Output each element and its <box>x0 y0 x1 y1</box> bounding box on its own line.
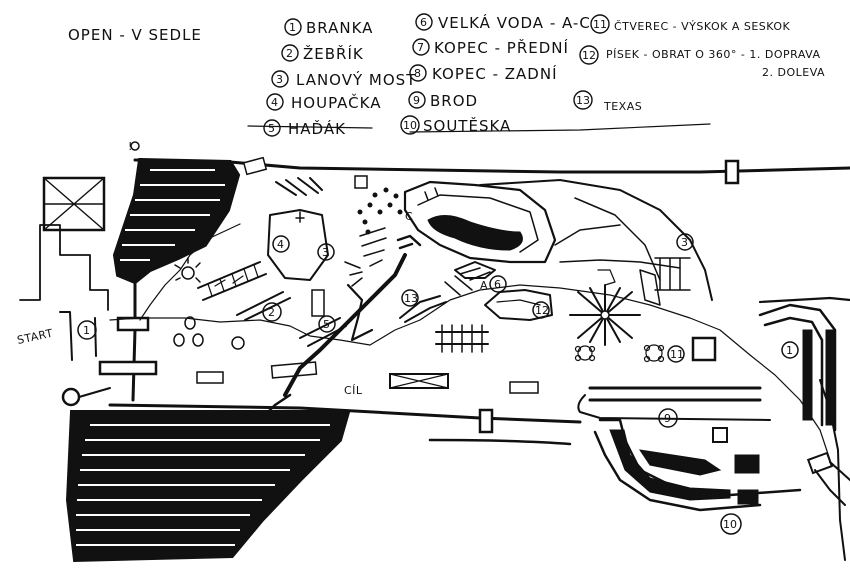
legend-item-3: 3 LANOVÝ MOST <box>271 70 416 89</box>
legend-label: PÍSEK - OBRAT O 360° - 1. DOPRAVA <box>606 48 821 61</box>
square-obstacle: 11 <box>667 336 717 363</box>
legend-label: BROD <box>430 92 478 110</box>
start-area: START 1 <box>16 311 111 407</box>
legend-item-10: 10 SOUTĚSKA <box>400 115 511 135</box>
house-icon <box>42 176 106 232</box>
legend-label: SOUTĚSKA <box>423 116 511 135</box>
legend-num: 9 <box>413 94 420 107</box>
finish-label: CÍL <box>344 384 363 397</box>
svg-text:6: 6 <box>494 278 501 291</box>
bush-cluster <box>574 344 665 363</box>
legend-item-4: 4 HOUPAČKA <box>266 93 381 112</box>
dots-cluster <box>357 187 403 235</box>
gate-marker <box>724 159 740 185</box>
water-obstacle: 6 A <box>454 261 507 293</box>
legend-label: ŽEBŘÍK <box>303 44 364 63</box>
svg-text:13: 13 <box>404 292 418 305</box>
legend-item-12: 12 PÍSEK - OBRAT O 360° - 1. DOPRAVA <box>579 45 821 65</box>
gate-marker <box>478 408 494 434</box>
legend-num: 10 <box>403 119 417 132</box>
legend-label: KOPEC - PŘEDNÍ <box>434 38 569 57</box>
legend-item-9: 9 BROD <box>408 91 478 110</box>
right-ramp: 1 <box>758 296 850 506</box>
legend-item-7: 7 KOPEC - PŘEDNÍ <box>412 38 569 57</box>
hill-obstacle: C <box>396 180 557 264</box>
legend-num: 11 <box>593 18 607 31</box>
legend-label: HOUPAČKA <box>291 93 381 112</box>
svg-text:3: 3 <box>681 236 688 249</box>
legend-num: 5 <box>268 122 275 135</box>
legend-num: 7 <box>417 41 424 54</box>
svg-text:1: 1 <box>83 324 90 337</box>
legend-item-11: 11 ČTVEREC - VÝSKOK A SESKOK <box>590 14 791 34</box>
ford-obstacle: 9 <box>577 386 771 428</box>
legend-num: 4 <box>271 96 278 109</box>
svg-text:10: 10 <box>723 518 737 531</box>
legend-label: ČTVEREC - VÝSKOK A SESKOK <box>614 20 791 33</box>
hatched-area-bottom <box>65 410 351 563</box>
svg-text:3: 3 <box>322 246 329 259</box>
canyon-obstacle: 10 <box>593 418 802 535</box>
legend-item-13: 13 TEXAS <box>573 90 642 113</box>
ladder-obstacle: 2 <box>197 261 291 322</box>
flag-icon: ! <box>128 140 132 153</box>
legend-item-2: 2 ŽEBŘÍK <box>281 44 364 63</box>
ladder-right <box>597 257 691 306</box>
map-title: OPEN - V SEDLE <box>68 26 202 44</box>
svg-text:4: 4 <box>277 238 284 251</box>
legend-num: 3 <box>276 73 283 86</box>
gate-marker <box>98 360 158 376</box>
sand-obstacle: 12 <box>484 289 553 321</box>
legend-item-5: 5 HAĎÁK <box>263 119 346 138</box>
legend-num: 6 <box>420 16 427 29</box>
water-label-c: C <box>405 210 413 223</box>
legend-item-6: 6 VELKÁ VODA - A-C <box>415 13 591 32</box>
svg-text:12: 12 <box>535 304 549 317</box>
legend-num: 12 <box>582 49 596 62</box>
legend-item-1: 1 BRANKA <box>284 18 373 37</box>
svg-text:1: 1 <box>786 344 793 357</box>
legend-num: 1 <box>289 21 296 34</box>
gate-marker <box>116 316 150 332</box>
swing-obstacle: 4 3 <box>267 177 335 281</box>
ladder-center <box>435 324 489 353</box>
svg-text:9: 9 <box>664 412 671 425</box>
start-label: START <box>16 327 54 347</box>
star-icon <box>569 284 641 346</box>
sun-icon <box>174 257 201 283</box>
legend-num: 13 <box>576 94 590 107</box>
texas-obstacle: 13 <box>399 275 473 323</box>
legend-label: BRANKA <box>306 19 373 37</box>
legend: 1 BRANKA 2 ŽEBŘÍK 3 LANOVÝ MOST 4 HOUPAČ… <box>247 13 825 138</box>
hatched-area-top <box>112 157 241 285</box>
legend-num: 8 <box>414 67 421 80</box>
svg-text:2: 2 <box>268 306 275 319</box>
legend-label: TEXAS <box>603 100 642 113</box>
svg-text:11: 11 <box>670 348 684 361</box>
water-label-a: A <box>480 279 488 292</box>
legend-label: LANOVÝ MOST <box>296 70 416 89</box>
legend-label: HAĎÁK <box>288 119 346 138</box>
legend-num: 2 <box>286 47 293 60</box>
legend-item-8: 8 KOPEC - ZADNÍ <box>409 64 558 83</box>
legend-label-extra: 2. DOLEVA <box>762 66 825 79</box>
legend-label: VELKÁ VODA - A-C <box>438 13 591 32</box>
legend-label: KOPEC - ZADNÍ <box>432 64 558 83</box>
